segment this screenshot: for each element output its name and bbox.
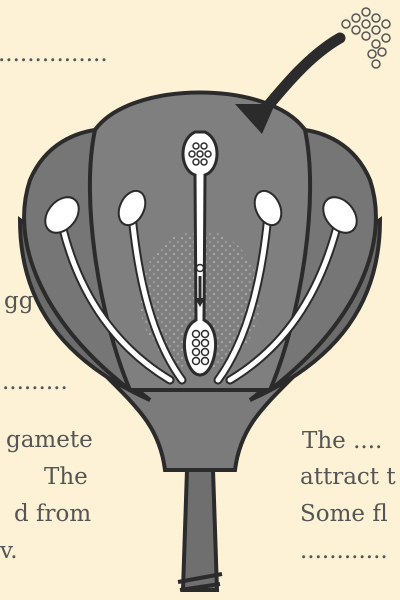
- pollen-cluster: [342, 8, 390, 68]
- stem: [178, 470, 222, 590]
- pollen-tube-grain: [197, 265, 204, 272]
